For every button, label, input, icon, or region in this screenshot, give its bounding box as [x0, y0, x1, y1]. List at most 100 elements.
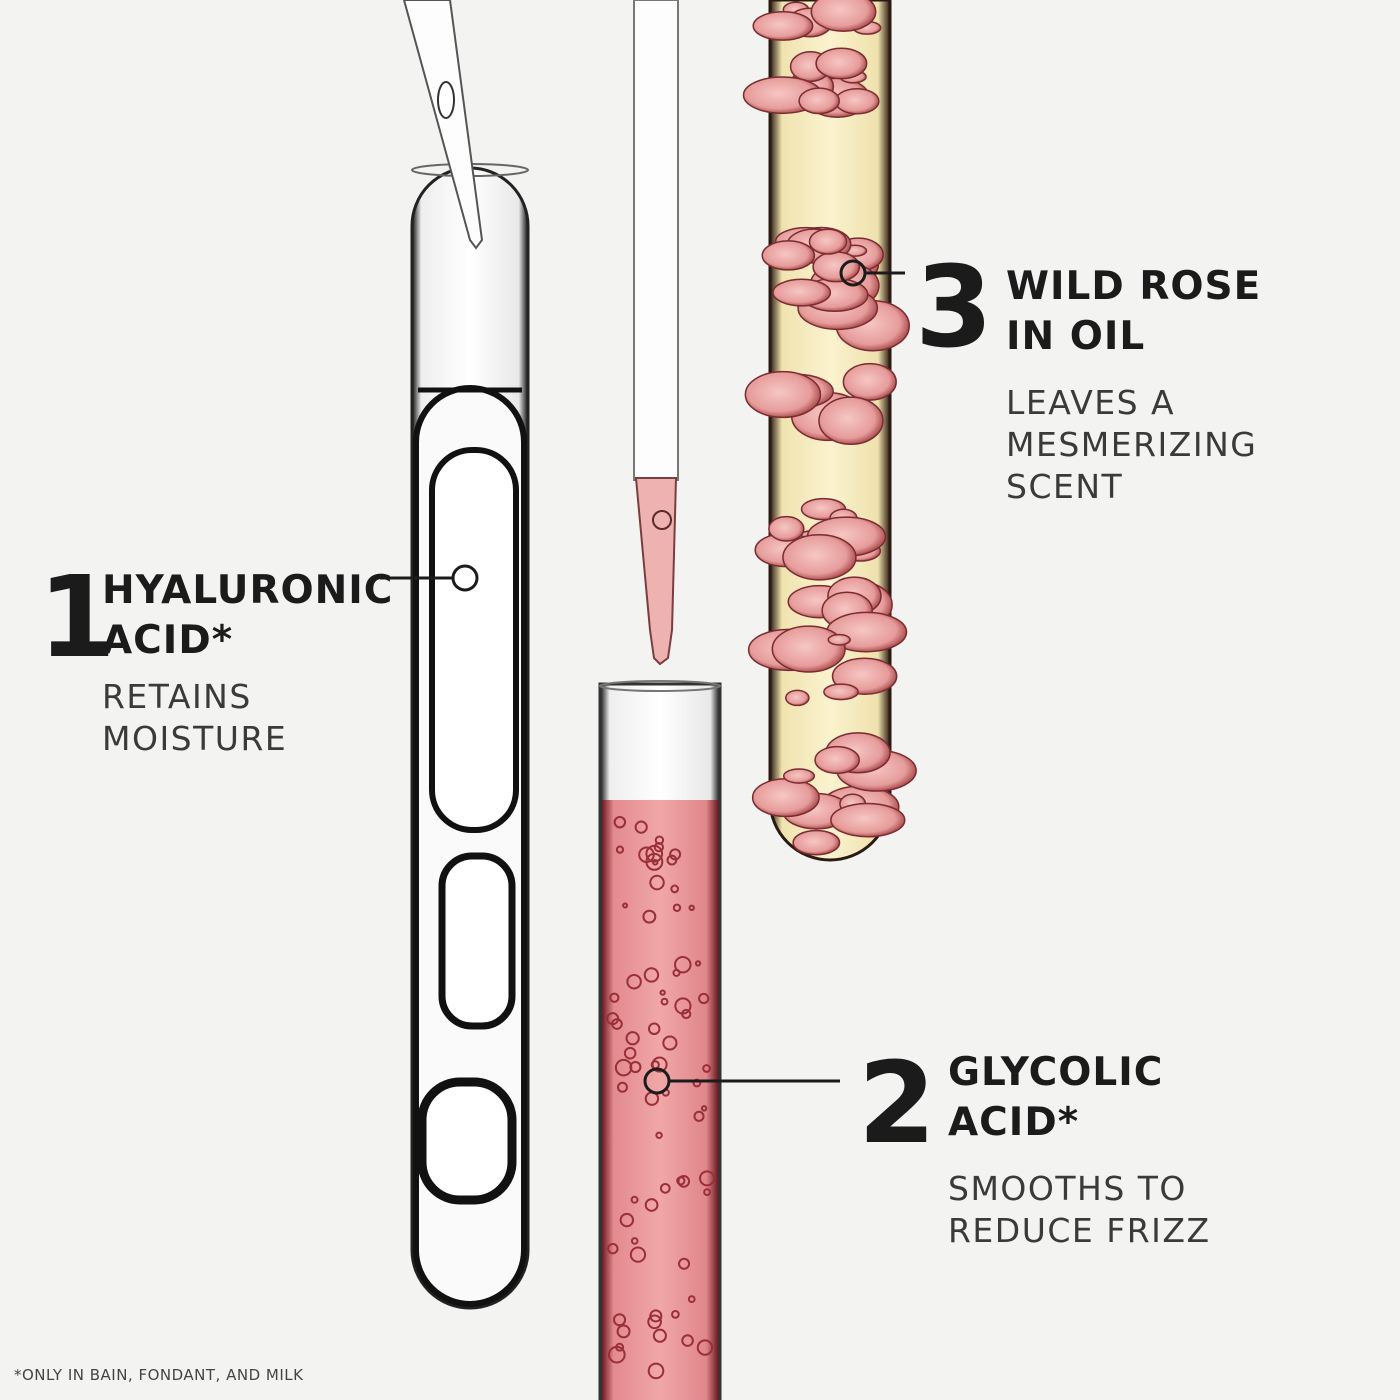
pink-bubble [659, 989, 666, 996]
rose-droplet [812, 251, 861, 283]
pink-bubble [613, 815, 627, 829]
rose-droplet [752, 11, 814, 41]
pink-bubble [630, 1195, 639, 1204]
rose-droplet [818, 396, 884, 446]
rose-droplet [823, 683, 859, 701]
footnote: *ONLY IN BAIN, FONDANT, AND MILK [14, 1366, 304, 1384]
pink-bubble [626, 973, 642, 990]
pink-bubble [642, 909, 657, 924]
tube-glycolic-acid [598, 680, 722, 1400]
pink-bubble [638, 846, 655, 864]
rose-droplet [815, 47, 868, 80]
rose-droplet [792, 829, 841, 856]
pink-bubble [616, 1324, 631, 1339]
pink-bubble [611, 1018, 623, 1030]
rose-droplet [827, 633, 851, 646]
pink-bubble [622, 902, 629, 909]
rose-droplet [785, 689, 810, 707]
pink-bubble [677, 1175, 691, 1188]
dropper-2 [633, 0, 679, 666]
pink-bubble [699, 1170, 716, 1187]
pink-bubble [649, 874, 665, 891]
callout-3 [839, 259, 905, 287]
rose-droplet [782, 768, 816, 784]
pink-bubble [662, 1035, 678, 1051]
pink-bubble [681, 1334, 694, 1347]
tube-hyaluronic-acid [410, 163, 530, 1310]
pink-bubble [619, 1212, 635, 1228]
ingredient-2-description: SMOOTHS TO REDUCE FRIZZ [948, 1169, 1211, 1250]
pink-bubble [678, 1257, 691, 1270]
pink-bubble [643, 967, 660, 983]
callout-1 [380, 564, 479, 592]
rose-droplet [771, 625, 846, 673]
pink-bubble [674, 955, 692, 974]
pink-bubble [672, 903, 682, 912]
rose-droplet [834, 87, 880, 115]
rose-droplet [751, 777, 820, 818]
ingredient-3-number: 3 [915, 243, 993, 373]
pink-bubble [671, 1309, 680, 1319]
rose-droplet [810, 0, 877, 32]
tube-wild-rose-oil [742, 0, 917, 862]
pink-bubble [629, 1246, 647, 1263]
pink-bubble [645, 844, 664, 863]
ingredient-2-number: 2 [858, 1039, 936, 1169]
rose-droplet [772, 278, 832, 307]
ingredient-2-title: GLYCOLIC ACID* [948, 1050, 1164, 1145]
dropper-1 [402, 0, 484, 250]
bubble-large [429, 447, 519, 833]
ingredient-1-title: HYALURONIC ACID* [102, 568, 394, 663]
pink-bubble [634, 820, 648, 834]
pink-bubble [625, 1031, 640, 1046]
rose-droplet [798, 87, 841, 115]
ingredient-1-description: RETAINS MOISTURE [102, 677, 288, 758]
pink-bubble [652, 1328, 667, 1343]
pink-bubble [698, 992, 710, 1005]
pink-bubble [669, 848, 682, 861]
pink-bubble [647, 1314, 662, 1330]
callout-2 [643, 1067, 840, 1095]
pink-bubble [616, 1081, 628, 1093]
ingredient-1-number: 1 [38, 553, 116, 683]
rose-droplet [782, 534, 857, 581]
pink-bubble [696, 1339, 714, 1356]
rose-droplet [768, 515, 805, 542]
pink-bubble [694, 960, 702, 967]
pink-bubble [653, 842, 665, 853]
tube-2-liquid [602, 800, 718, 1400]
pink-bubble [703, 1188, 712, 1197]
bubble-medium [438, 852, 516, 1030]
pink-bubble [666, 854, 678, 866]
pink-bubble [614, 1058, 633, 1077]
pink-bubble [647, 1022, 661, 1036]
pink-bubbles [606, 815, 716, 1380]
pink-bubble [687, 1295, 696, 1303]
bubble-small [417, 1077, 517, 1205]
pink-bubble [702, 1064, 712, 1073]
rose-droplet [842, 362, 897, 401]
pink-bubble [674, 997, 692, 1015]
pink-bubble [688, 904, 695, 912]
pink-bubble [659, 1182, 671, 1194]
pink-bubble [647, 1362, 665, 1380]
pink-bubble [644, 1198, 659, 1212]
pink-bubble [670, 884, 680, 894]
rose-droplet [830, 802, 906, 838]
rose-droplet [744, 370, 822, 419]
pink-bubble [700, 1105, 708, 1112]
rose-droplets [742, 0, 917, 856]
pink-bubble [615, 845, 625, 854]
ingredient-3-title: WILD ROSE IN OIL [1006, 264, 1262, 359]
rose-droplet [761, 240, 816, 271]
pink-bubble [630, 1237, 639, 1245]
pink-bubble [623, 1046, 637, 1060]
pink-bubble [693, 1110, 705, 1122]
pink-bubble [655, 1131, 663, 1139]
pink-bubble [613, 1313, 627, 1327]
pink-bubble [660, 997, 669, 1006]
pink-bubble [676, 1176, 686, 1186]
ingredient-3-description: LEAVES A MESMERIZING SCENT [1006, 383, 1258, 506]
rose-droplet [814, 745, 861, 775]
